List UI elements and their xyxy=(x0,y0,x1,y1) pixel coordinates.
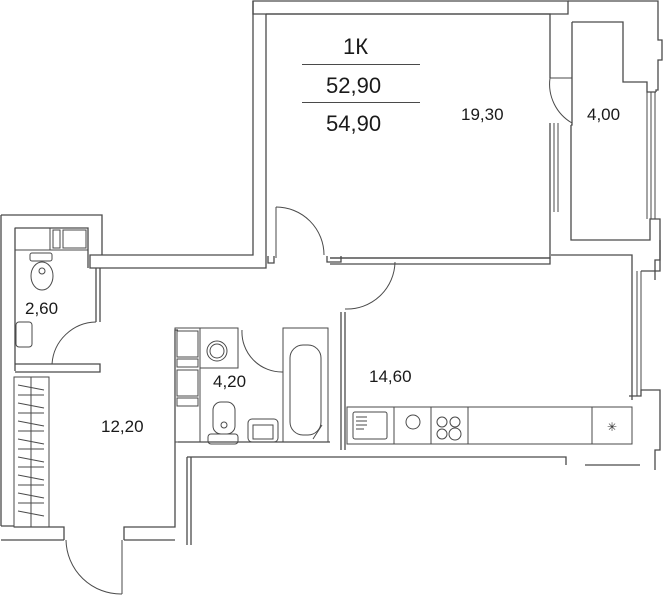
apartment-type: 1К xyxy=(343,34,369,59)
living-room-walls xyxy=(89,0,569,269)
divider-line-2 xyxy=(302,102,420,103)
doors xyxy=(51,206,396,595)
svg-text:✳: ✳ xyxy=(607,420,617,434)
kitchen-walls xyxy=(340,240,661,470)
kitchen-counter: ✳ xyxy=(346,406,633,445)
hallway-area: 12,20 xyxy=(101,417,144,436)
bathroom-area: 4,20 xyxy=(213,372,247,391)
balcony-walls xyxy=(549,0,663,280)
balcony-area: 4,00 xyxy=(587,105,621,124)
divider-line-1 xyxy=(302,64,420,65)
total-area-value: 54,90 xyxy=(326,111,382,136)
toilet-area: 2,60 xyxy=(25,299,59,318)
living-room-area: 19,30 xyxy=(461,105,504,124)
toilet-walls xyxy=(0,214,103,526)
wardrobe xyxy=(13,376,50,528)
bathroom-fixtures xyxy=(174,327,330,445)
living-area-value: 52,90 xyxy=(326,73,382,98)
kitchen-area: 14,60 xyxy=(369,367,412,386)
